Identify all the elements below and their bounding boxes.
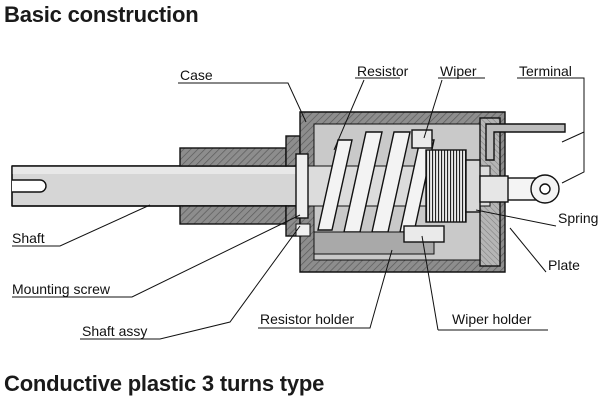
leader-lines xyxy=(12,77,585,340)
resistor-helix xyxy=(313,131,435,255)
label-wiper-holder: Wiper holder xyxy=(452,311,532,327)
label-terminal: Terminal xyxy=(519,63,572,79)
mounting-bushing xyxy=(179,135,301,237)
section-title-basic-construction: Basic construction xyxy=(4,2,199,27)
label-resistor: Resistor xyxy=(357,63,409,79)
shaft-body xyxy=(11,165,311,207)
section-title-conductive-plastic: Conductive plastic 3 turns type xyxy=(4,371,325,396)
label-shaft: Shaft xyxy=(12,230,45,246)
label-mounting-screw: Mounting screw xyxy=(12,281,111,297)
label-resistor-holder: Resistor holder xyxy=(260,311,354,327)
wiper-holder-body xyxy=(403,129,481,243)
label-plate: Plate xyxy=(548,257,580,273)
label-spring: Spring xyxy=(558,210,598,226)
mounting-screw-part xyxy=(295,223,311,237)
terminal-lug xyxy=(479,123,566,204)
label-case: Case xyxy=(180,67,213,83)
label-wiper: Wiper xyxy=(440,63,477,79)
label-shaft-assy: Shaft assy xyxy=(82,323,147,339)
